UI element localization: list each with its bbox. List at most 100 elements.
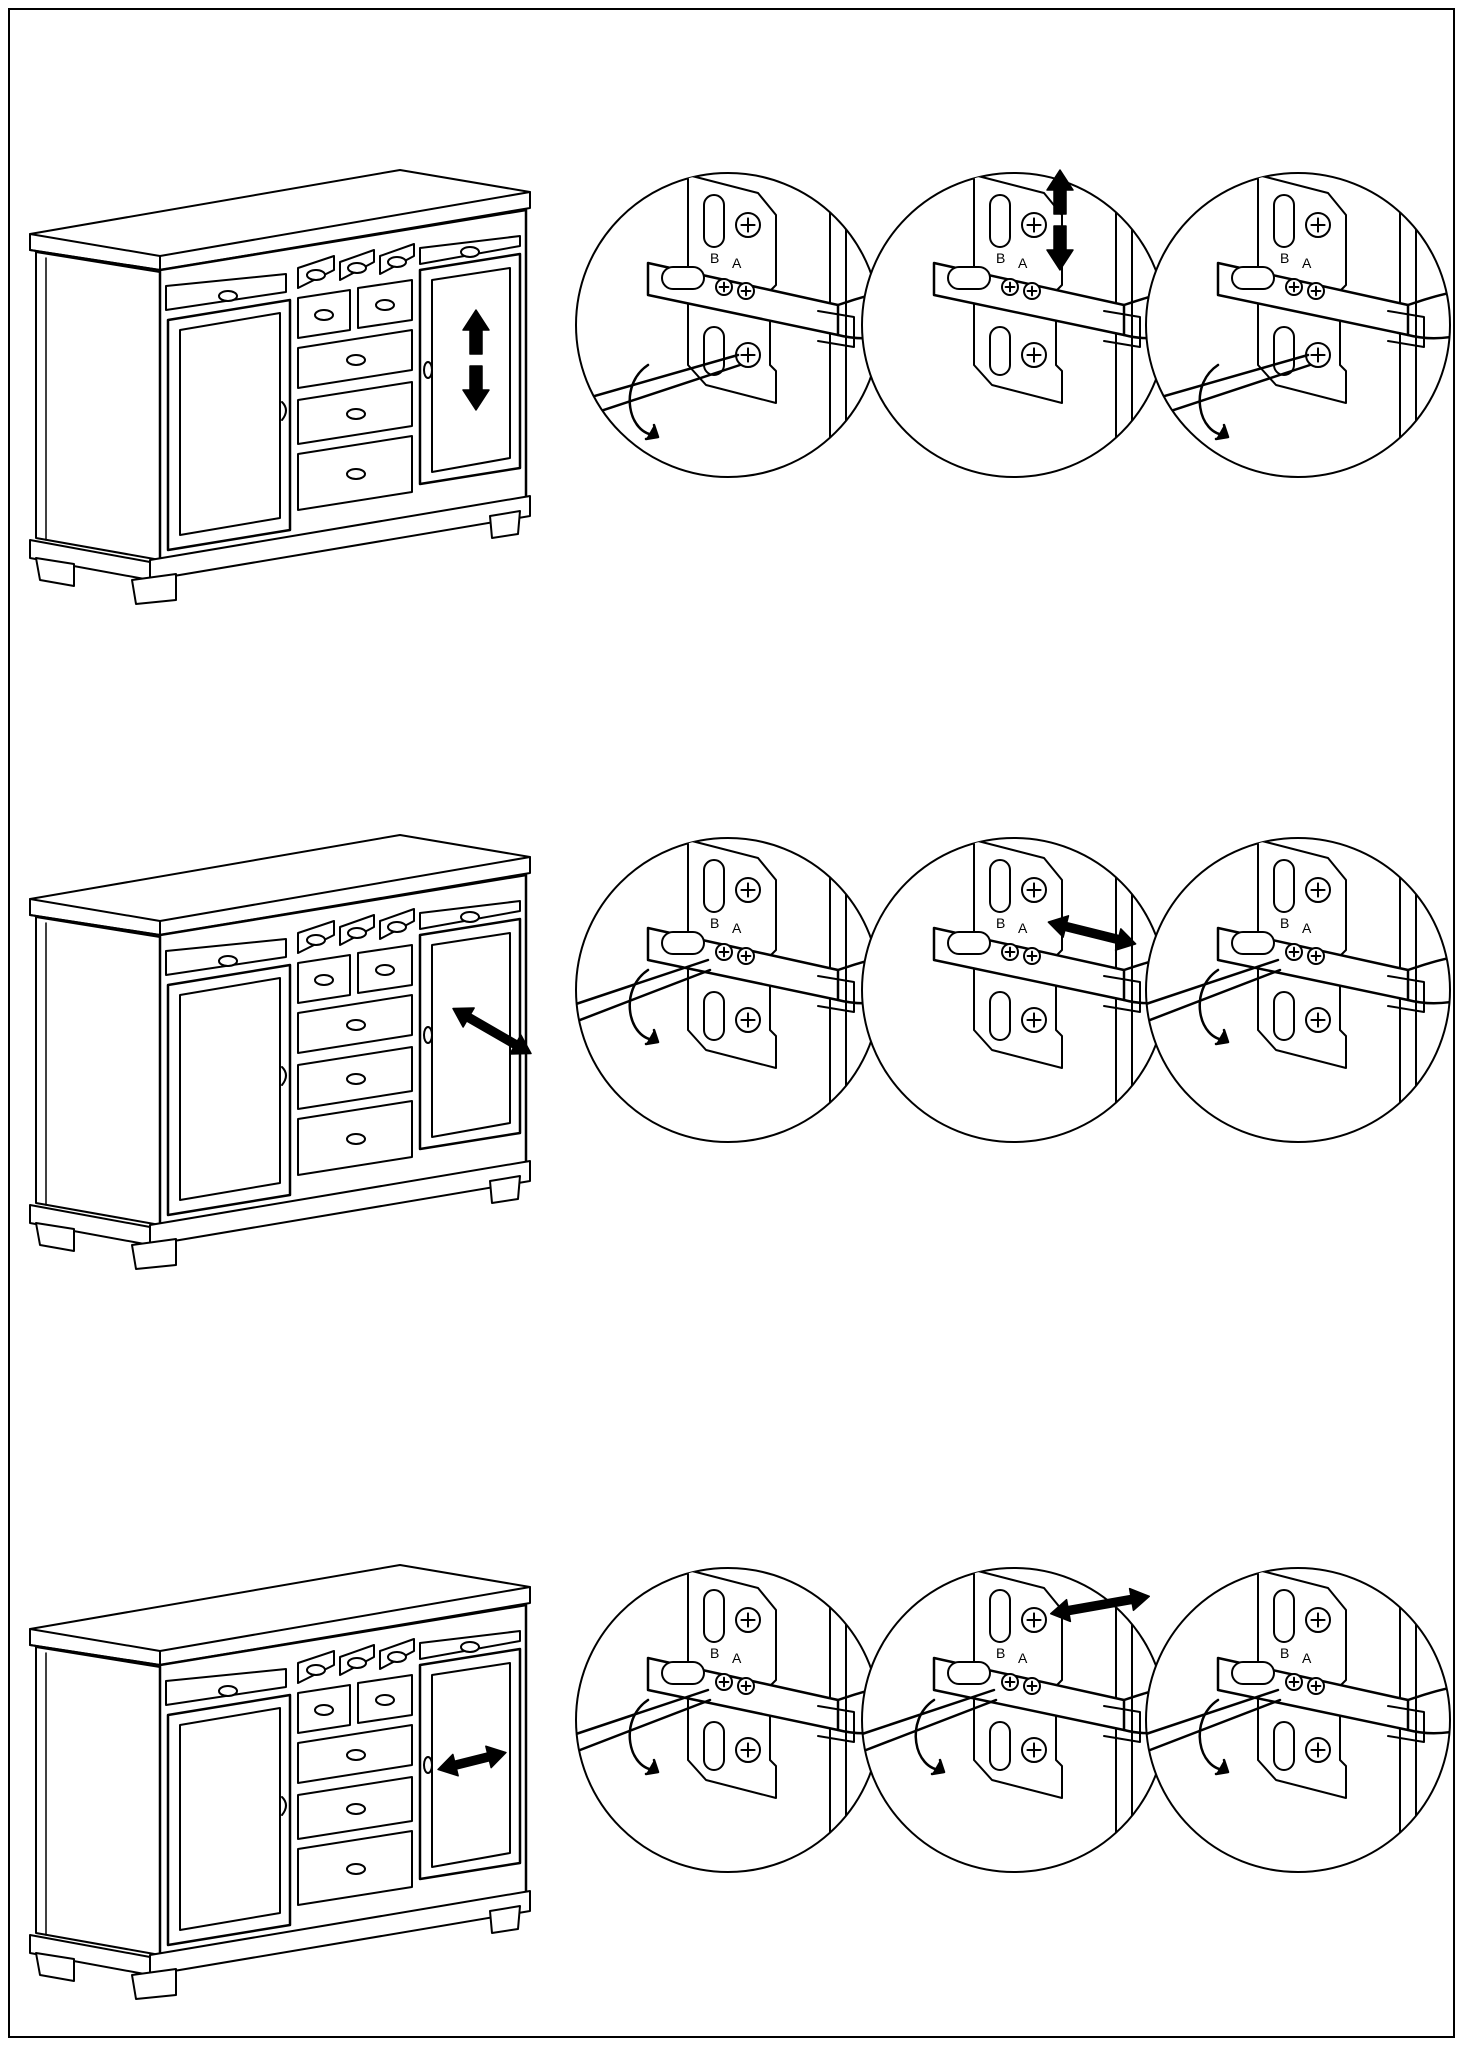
arm-slot bbox=[661, 266, 705, 290]
plate-slot bbox=[989, 1589, 1011, 1643]
arm-slot bbox=[1231, 266, 1275, 290]
diagonal-double-arrow-icon bbox=[1047, 915, 1137, 951]
drawer-pull bbox=[460, 911, 480, 923]
right-door-panel bbox=[431, 932, 511, 1138]
screw bbox=[1021, 1007, 1047, 1033]
label-a: A bbox=[1018, 1650, 1028, 1666]
drawer-pull bbox=[218, 1685, 238, 1697]
drawer-pull bbox=[346, 468, 366, 480]
screw bbox=[735, 1007, 761, 1033]
drawer-pull bbox=[306, 934, 326, 946]
rotation-arrow-icon bbox=[628, 968, 660, 1046]
plate-slot bbox=[703, 859, 725, 913]
screwdriver bbox=[862, 1688, 998, 1772]
label-a: A bbox=[732, 920, 742, 936]
screw bbox=[1021, 877, 1047, 903]
drawer-pull bbox=[218, 290, 238, 302]
screw bbox=[735, 342, 761, 368]
screw bbox=[737, 947, 755, 965]
drawer-pull bbox=[375, 299, 395, 311]
drawer-pull bbox=[347, 1657, 367, 1669]
drawer-pull bbox=[460, 1641, 480, 1653]
screwdriver bbox=[576, 958, 712, 1042]
rotation-arrow-icon bbox=[628, 363, 660, 441]
screw bbox=[1285, 943, 1303, 961]
drawer-pull bbox=[347, 927, 367, 939]
hinge-arm bbox=[1216, 1656, 1450, 1743]
drawer-pull bbox=[314, 974, 334, 986]
label-a: A bbox=[1018, 255, 1028, 271]
door-knob bbox=[281, 1066, 287, 1086]
screw bbox=[1307, 1677, 1325, 1695]
label-b: B bbox=[996, 915, 1005, 931]
plate-slot bbox=[1273, 859, 1295, 913]
foot bbox=[489, 510, 521, 539]
label-b: B bbox=[1280, 915, 1289, 931]
screw bbox=[1001, 943, 1019, 961]
door-knob bbox=[281, 1796, 287, 1816]
rotation-arrow-icon bbox=[1198, 968, 1230, 1046]
sideboard-illustration bbox=[29, 1564, 531, 2000]
hinge-arm bbox=[932, 261, 1166, 348]
label-a: A bbox=[1302, 920, 1312, 936]
arm-slot bbox=[947, 266, 991, 290]
door-knob bbox=[423, 1756, 433, 1774]
sideboard-side bbox=[35, 251, 161, 561]
diagonal-double-arrow-icon bbox=[1050, 1587, 1150, 1623]
screw bbox=[1305, 212, 1331, 238]
door-knob bbox=[281, 401, 287, 421]
screw bbox=[715, 1673, 733, 1691]
hinge-arm bbox=[932, 926, 1166, 1013]
plate-slot bbox=[1273, 1589, 1295, 1643]
screw bbox=[1021, 342, 1047, 368]
door-knob bbox=[423, 1026, 433, 1044]
plate-slot bbox=[1273, 194, 1295, 248]
label-a: A bbox=[732, 1650, 742, 1666]
diagonal-double-arrow-icon bbox=[452, 1007, 532, 1055]
vertical-double-arrow-icon bbox=[1046, 169, 1074, 271]
drawer-pull bbox=[314, 309, 334, 321]
screw bbox=[715, 943, 733, 961]
sideboard-illustration bbox=[29, 169, 531, 605]
screw bbox=[1285, 278, 1303, 296]
drawer-pull bbox=[346, 1019, 366, 1031]
plate-slot bbox=[703, 194, 725, 248]
drawer-pull bbox=[460, 246, 480, 258]
vertical-double-arrow-icon bbox=[462, 309, 490, 411]
screw bbox=[1001, 278, 1019, 296]
screw bbox=[1001, 1673, 1019, 1691]
screw bbox=[1023, 1677, 1041, 1695]
sideboard-side bbox=[35, 916, 161, 1226]
screwdriver bbox=[1146, 1688, 1282, 1772]
rotation-arrow-icon bbox=[914, 1698, 946, 1776]
drawer-pull bbox=[387, 1651, 407, 1663]
drawer-pull bbox=[346, 1133, 366, 1145]
plate-slot bbox=[989, 194, 1011, 248]
drawer-pull bbox=[347, 262, 367, 274]
screwdriver bbox=[1146, 958, 1282, 1042]
arm-slot bbox=[1231, 1661, 1275, 1685]
sideboard-illustration bbox=[29, 834, 532, 1270]
hinge-arm bbox=[1216, 261, 1450, 348]
foot bbox=[35, 557, 75, 587]
plate-slot bbox=[1273, 326, 1295, 376]
drawer-pull bbox=[314, 1704, 334, 1716]
label-a: A bbox=[1302, 1650, 1312, 1666]
screw bbox=[1307, 282, 1325, 300]
plate-slot bbox=[1273, 1721, 1295, 1771]
door-knob bbox=[423, 361, 433, 379]
drawer-pull bbox=[306, 269, 326, 281]
arm-slot bbox=[1231, 931, 1275, 955]
label-b: B bbox=[996, 250, 1005, 266]
